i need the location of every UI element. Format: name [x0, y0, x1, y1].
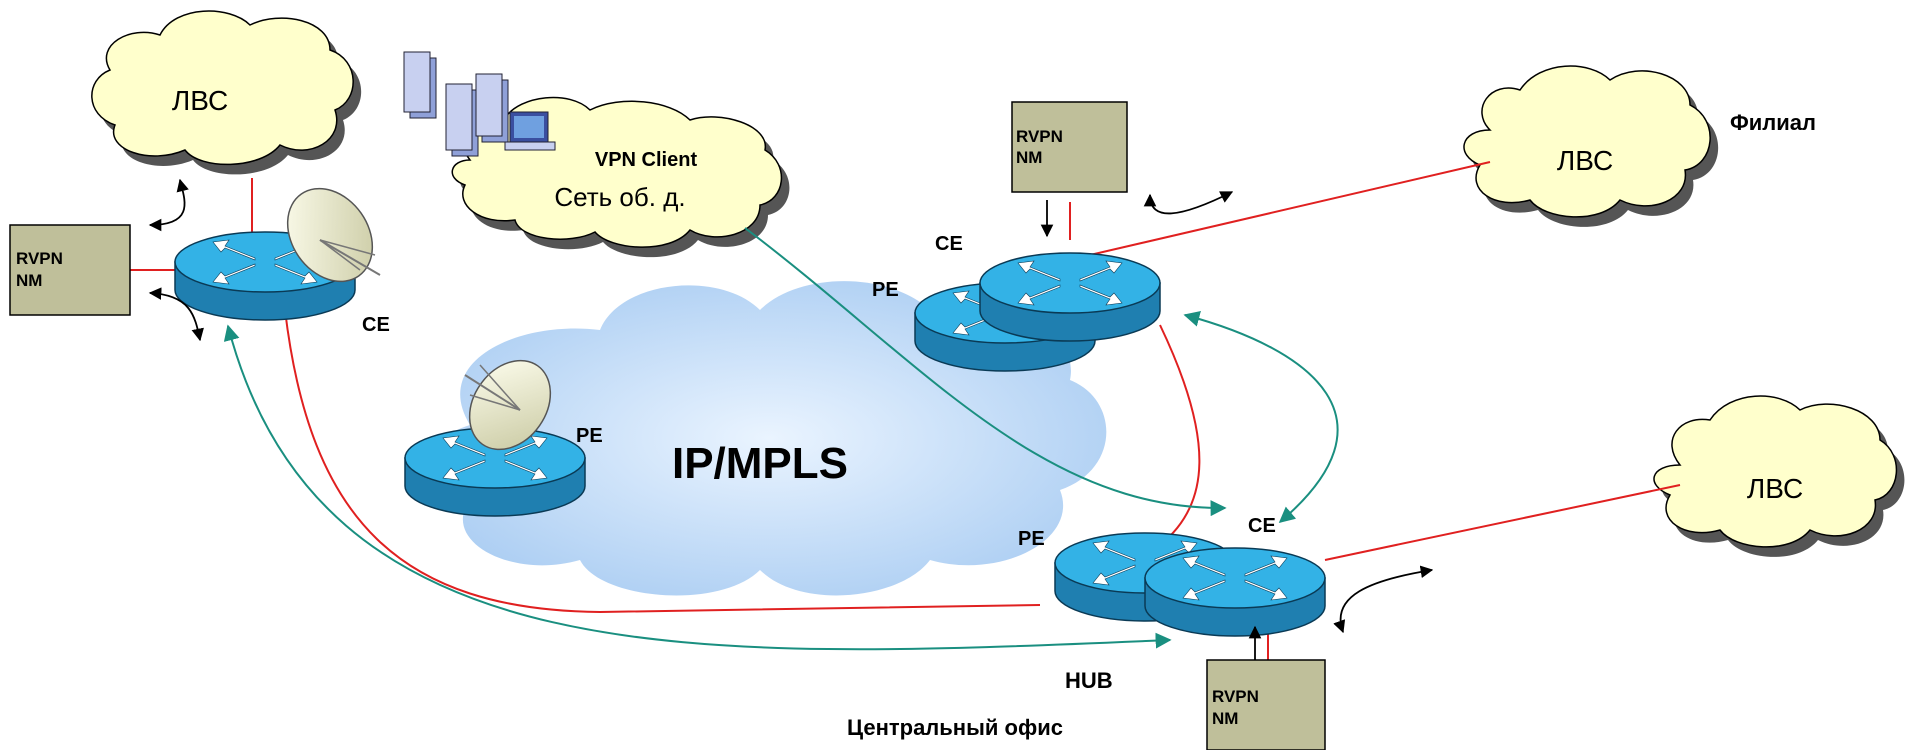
label-pe-left: PE	[576, 425, 603, 447]
label-ce-left: CE	[362, 314, 390, 336]
lan-branch-label: ЛВС	[1557, 145, 1613, 176]
lan-cloud-hub: ЛВС	[1653, 395, 1905, 557]
nm-left-line1: RVPN	[16, 249, 63, 268]
label-branch: Филиал	[1730, 110, 1816, 135]
management-arrows	[148, 178, 1434, 660]
label-ce-hub: CE	[1248, 515, 1276, 537]
nm-branch-line1: RVPN	[1016, 127, 1063, 146]
label-pe-hub: PE	[1018, 528, 1045, 550]
lan-hub-label: ЛВС	[1747, 473, 1803, 504]
vpn-client-label: VPN Client	[595, 149, 698, 171]
lan-left-label: ЛВС	[172, 85, 228, 116]
core-cloud-label: IP/MPLS	[672, 439, 848, 488]
vpn-tunnels	[223, 227, 1339, 651]
label-central-office: Центральный офис	[847, 715, 1063, 740]
label-pe-branch: PE	[872, 279, 899, 301]
nm-box-hub: RVPN NM	[1206, 659, 1326, 751]
nm-hub-line2: NM	[1212, 709, 1238, 728]
nm-box-branch: RVPN NM	[1011, 101, 1128, 193]
servers-icon	[403, 51, 556, 157]
router-ce-branch	[979, 252, 1161, 342]
lan-cloud-left: ЛВС	[91, 10, 362, 175]
satellite-dish-icon-2	[464, 359, 552, 451]
router-ce-hub	[1144, 547, 1326, 637]
nm-branch-line2: NM	[1016, 148, 1042, 167]
nm-box-left: RVPN NM	[9, 224, 131, 316]
label-hub: HUB	[1065, 668, 1113, 693]
nm-left-line2: NM	[16, 271, 42, 290]
satellite-dish-icon	[286, 187, 381, 283]
lan-cloud-branch: ЛВС	[1463, 65, 1719, 227]
pstn-label: Сеть об. д.	[554, 182, 685, 212]
nm-hub-line1: RVPN	[1212, 687, 1259, 706]
label-ce-branch: CE	[935, 233, 963, 255]
